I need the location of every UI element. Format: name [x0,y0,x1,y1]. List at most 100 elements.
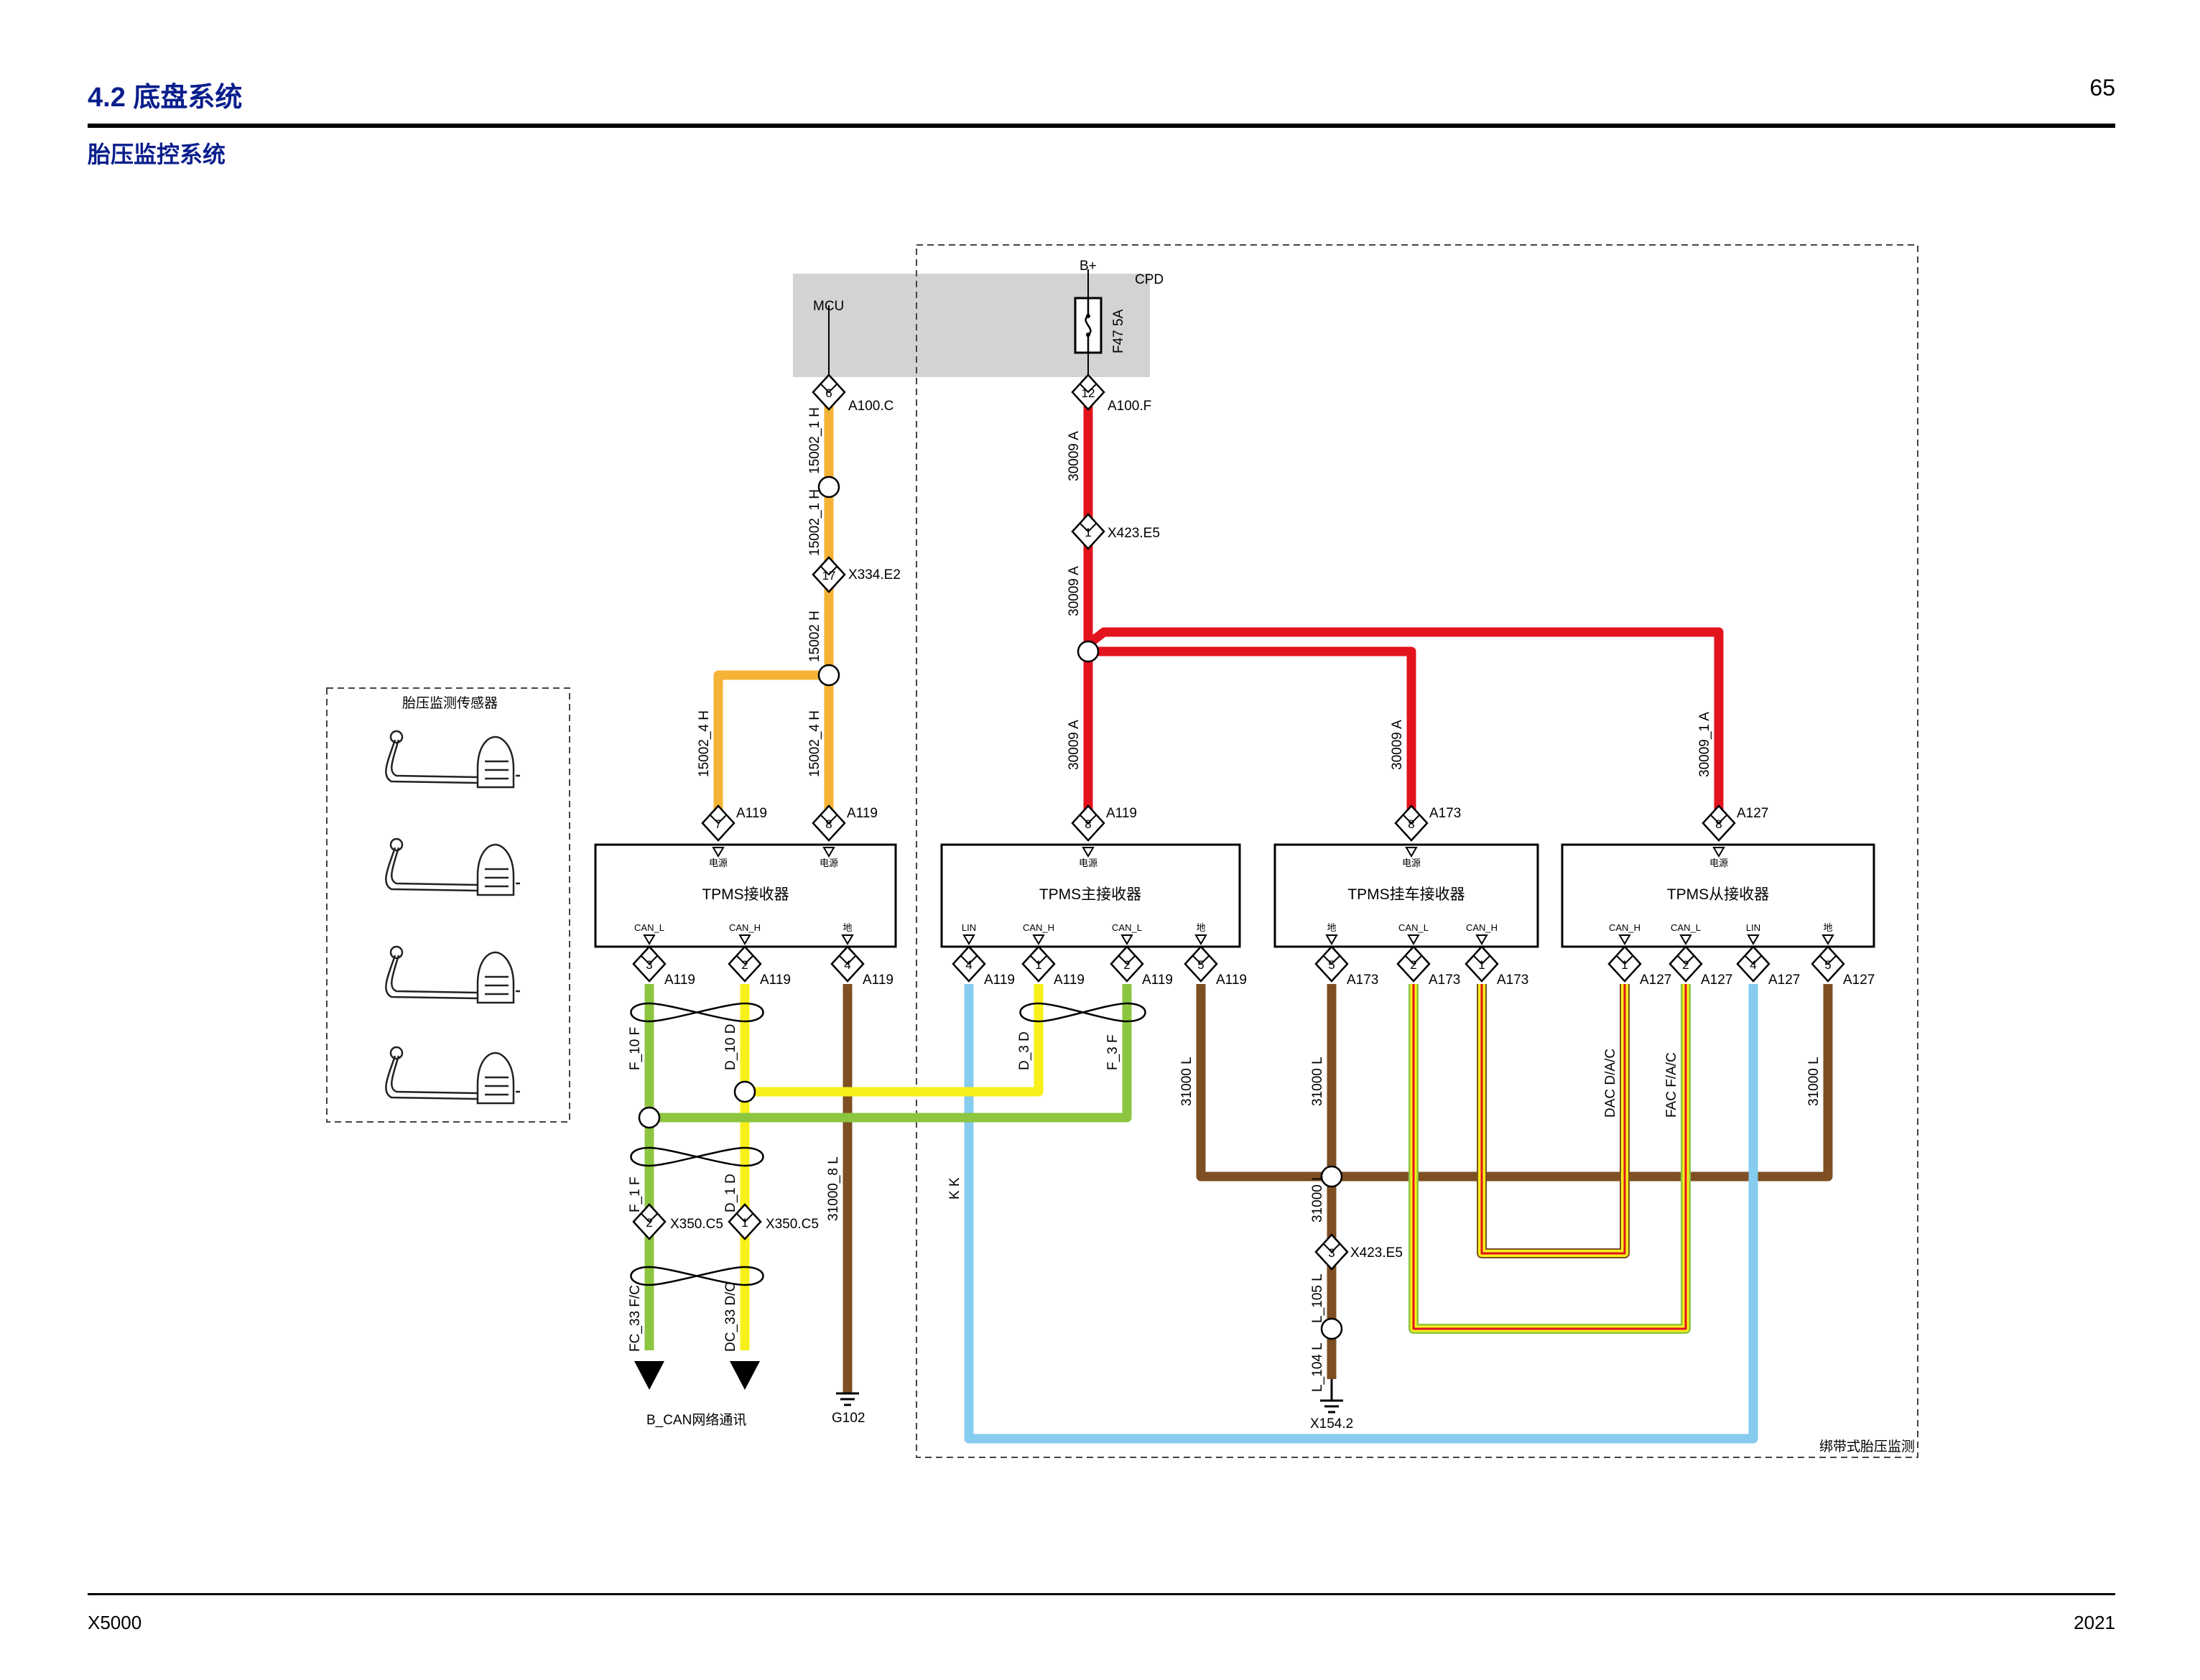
twist-a119-left-1 [630,1002,764,1023]
label-mcu: MCU [813,299,844,314]
wire-label-fc33: FC_33 F/C [628,1285,643,1352]
sensor-4 [385,1046,520,1105]
wire-label-30009a-4: 30009 A [1390,720,1405,770]
pin-8c: 8 [1408,817,1414,831]
wire-label-15002-4h-b: 15002_4 H [807,710,822,777]
pinlabel-canh-2: CAN_H [1023,922,1054,933]
label-a119-7: A119 [736,806,767,821]
wire-label-d10d: D_10 D [723,1024,738,1070]
label-bplus: B+ [1080,259,1097,274]
pin-1a: 1 [1085,526,1091,539]
splice-30009 [1077,640,1100,663]
pin-6: 6 [825,386,832,400]
twist-b-can [630,1266,764,1286]
footer-year: 2021 [2074,1612,2115,1633]
label-a119-1: A119 [1054,973,1085,988]
label-a119-8l: A119 [847,806,878,821]
pinlabel-canl-3: CAN_L [1398,922,1429,933]
pinlabel-power-2: 电源 [820,858,838,868]
wire-label-31000l-2: 31000 L [1310,1057,1325,1106]
wire-dac [1477,984,1630,1258]
label-x154: X154.2 [1310,1416,1353,1431]
twist-a119-left-2 [630,1146,764,1167]
pin-2a: 2 [741,958,748,972]
wire-label-15002-h: 15002 H [807,611,822,662]
pin-1b: 1 [1035,958,1041,972]
pin-1d: 1 [1621,958,1628,972]
header-rule [88,124,2115,128]
module-tpms-main [940,843,1241,948]
pin-1c: 1 [1478,958,1485,972]
label-fuse: F47 5A [1111,309,1126,353]
pinlabel-power-3: 电源 [1079,858,1097,868]
wire-label-d3d: D_3 D [1017,1031,1032,1070]
splice-15002-1 [817,475,840,498]
pinlabel-lin-1: LIN [962,922,976,933]
pin-8a: 8 [825,817,832,831]
label-a127-4: A127 [1768,973,1800,988]
pinlabel-power-1: 电源 [709,858,728,868]
label-a100c: A100.C [848,399,894,414]
sensor-group [326,687,570,1123]
ground-x154-symbol [1320,1379,1343,1414]
wire-label-15002-1h-a: 15002_1 H [807,407,822,474]
label-a119-4: A119 [984,973,1015,988]
title-tpms-main: TPMS主接收器 [1039,886,1141,903]
label-b-can: B_CAN网络通讯 [646,1412,746,1428]
wire-label-30009a-3: 30009 A [1067,720,1082,770]
pin-1e: 1 [741,1216,748,1230]
label-g102: G102 [832,1411,865,1426]
page-number: 65 [2089,75,2115,101]
label-cpd: CPD [1135,272,1164,287]
splice-15002-2 [817,664,840,687]
splice-31000 [1320,1165,1343,1188]
wire-label-d1d: D_1 D [723,1174,738,1212]
title-tpms-trailer: TPMS挂车接收器 [1347,886,1465,903]
section-title: 4.2 底盘系统 [88,83,243,113]
pin-5a: 5 [1197,958,1204,972]
pin-7: 7 [715,817,721,831]
wire-label-dc33: DC_33 D/C [723,1282,738,1352]
pinlabel-lin-2: LIN [1746,922,1760,933]
pinlabel-gnd-3: 地 [1327,922,1336,933]
wire-label-f1f: F_1 F [628,1177,643,1212]
wire-label-f10f: F_10 F [628,1027,643,1070]
wire-fac [1408,984,1691,1334]
footer-rule [88,1593,2115,1595]
wire-label-30009a-1: 30009 A [1067,431,1082,481]
page-subtitle: 胎压监控系统 [88,141,226,167]
sensor-1 [385,730,520,789]
label-a127-1: A127 [1640,973,1671,988]
ground-g102-symbol [836,1392,859,1406]
label-a127-5: A127 [1843,973,1875,988]
label-a119-4l: A119 [863,973,894,988]
wire-label-30009a-2: 30009 A [1067,566,1082,616]
pinlabel-power-4: 电源 [1402,858,1421,868]
label-a173-2: A173 [1429,973,1460,988]
wire-30009-a127 [1085,627,1724,822]
pinlabel-gnd-2: 地 [1196,922,1205,933]
label-a173-8: A173 [1429,806,1461,821]
label-sensor-box: 胎压监测传感器 [402,695,498,711]
label-a119-3: A119 [664,973,695,988]
pin-4a: 4 [844,958,850,972]
label-strap-box: 绑带式胎压监测 [1819,1439,1915,1454]
wire-label-31000l-3: 31000 L [1310,1173,1325,1222]
pin-4b: 4 [965,958,972,972]
splice-l105 [1320,1317,1343,1340]
pin-5b: 5 [1328,958,1335,972]
sensor-2 [385,837,520,896]
pin-4c: 4 [1750,958,1756,972]
label-a119-2: A119 [1142,973,1173,988]
pin-3a: 3 [646,958,652,972]
label-x350-2: X350.C5 [670,1217,723,1232]
wire-label-dac: DAC D/A/C [1603,1049,1618,1118]
wire-label-l104: L_104 L [1310,1342,1325,1392]
pinlabel-power-5: 电源 [1709,858,1728,868]
wire-label-31000l-4: 31000 L [1806,1057,1821,1106]
wire-30009-a173 [1088,646,1416,822]
twist-main [1019,1002,1146,1023]
splice-green [638,1106,661,1129]
wire-label-f3f: F_3 F [1105,1034,1120,1070]
